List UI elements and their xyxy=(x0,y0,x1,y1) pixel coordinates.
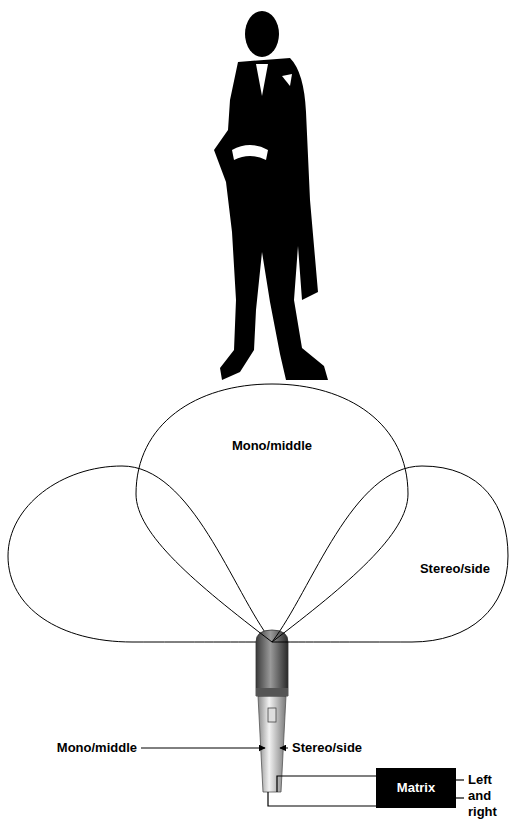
cable xyxy=(268,776,376,806)
output-label: Left and right xyxy=(468,772,508,820)
lobe-outline xyxy=(272,466,508,642)
lobe-label: Mono/middle xyxy=(232,438,312,454)
output-wire xyxy=(456,797,464,798)
polar-lobe: Stereo/side xyxy=(272,466,508,642)
output-wire xyxy=(456,779,464,780)
leader-arrow xyxy=(280,748,288,749)
polar-lobe: Mono/middle xyxy=(136,384,408,642)
box-label: Matrix xyxy=(390,780,442,796)
polar-lobe xyxy=(8,466,272,642)
lobe-label: Stereo/side xyxy=(420,561,490,577)
man-silhouette xyxy=(214,11,328,380)
lobe-outline xyxy=(272,466,508,642)
cable-label: Stereo/side xyxy=(292,740,362,756)
microphone xyxy=(256,630,288,792)
lobe-outline xyxy=(136,384,408,642)
leader-arrow xyxy=(141,748,265,749)
matrix-box: Matrix xyxy=(376,768,456,808)
lobe-outline xyxy=(136,384,408,642)
output-wires xyxy=(456,780,464,798)
cable-label: Mono/middle xyxy=(57,740,137,756)
